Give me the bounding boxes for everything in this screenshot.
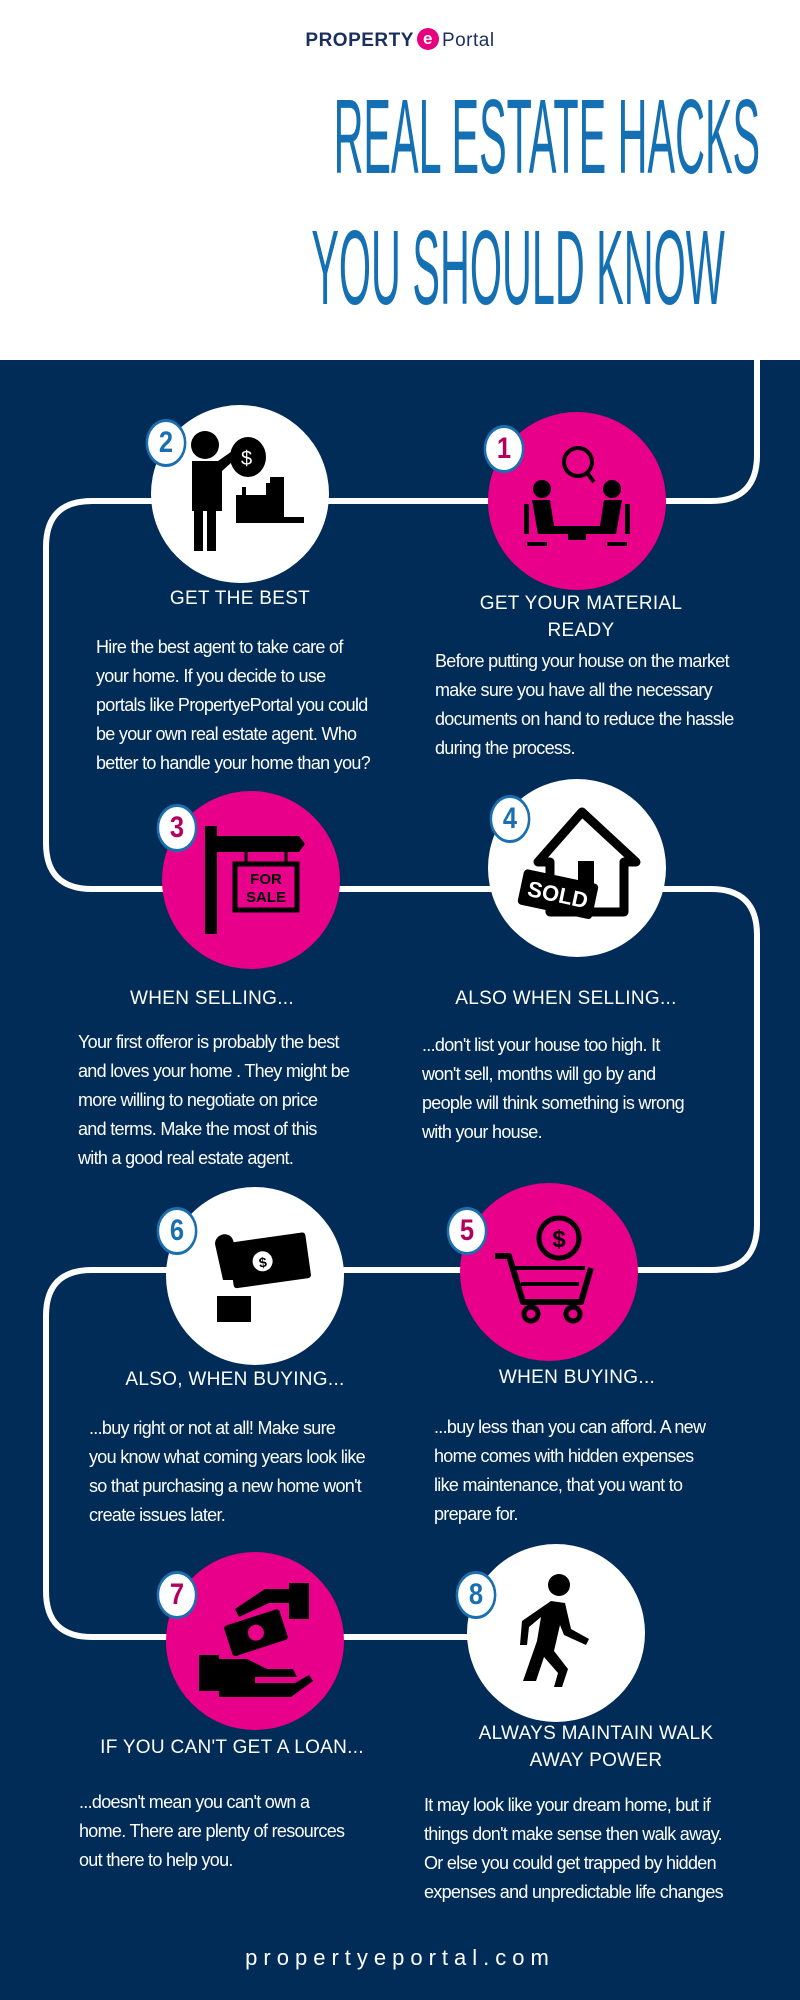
footer-url[interactable]: propertyeportal.com: [245, 1945, 555, 1970]
heading-line: ALWAYS MAINTAIN WALK: [478, 1723, 714, 1744]
sold-house-icon: SOLD: [512, 806, 642, 931]
number-badge: 1: [483, 425, 525, 473]
number-badge: 8: [455, 1571, 497, 1619]
number-badge: 5: [446, 1207, 488, 1255]
svg-text:$: $: [552, 1226, 566, 1253]
icon-circle: $: [460, 1183, 638, 1361]
description-line: create issues later.: [89, 1505, 226, 1525]
description-line: during the process.: [435, 738, 575, 758]
description-line: won't sell, months will go by and: [422, 1064, 656, 1084]
svg-text:$: $: [258, 1253, 268, 1270]
description-line: ...doesn't mean you can't own a: [79, 1792, 310, 1812]
hack-heading: GET THE BEST: [70, 585, 410, 612]
connector-path: [43, 360, 760, 1640]
heading-line: IF YOU CAN'T GET A LOAN...: [100, 1737, 364, 1758]
description-line: prepare for.: [434, 1504, 518, 1524]
description-line: ...buy right or not at all! Make sure: [89, 1418, 336, 1438]
hack-heading: GET YOUR MATERIAL READY: [411, 590, 751, 644]
agent-money-bag-icon: $: [170, 427, 310, 562]
description-line: and terms. Make the most of this: [78, 1119, 317, 1139]
icon-circle: $: [151, 405, 329, 583]
heading-line: READY: [547, 620, 615, 641]
walking-person-icon: [501, 1571, 611, 1696]
description-line: you know what coming years look like: [89, 1447, 366, 1467]
description-line: make sure you have all the necessary: [435, 680, 713, 700]
hack-description: Your first offeror is probably the best a…: [78, 1028, 350, 1173]
hack-description: ...doesn't mean you can't own a home. The…: [79, 1788, 345, 1875]
description-line: more willing to negotiate on price: [78, 1090, 318, 1110]
description-line: ...don't list your house too high. It: [422, 1035, 660, 1055]
icon-circle: [166, 1552, 344, 1730]
main-panel: [0, 360, 800, 2000]
number-badge: 6: [156, 1207, 198, 1255]
hack-heading: ALSO, WHEN BUYING...: [65, 1366, 405, 1393]
logo-e-icon: e: [416, 28, 439, 50]
hack-heading: ALWAYS MAINTAIN WALK AWAY POWER: [426, 1720, 766, 1774]
logo-portal: Portal: [441, 30, 495, 51]
description-line: better to handle your home than you?: [96, 753, 371, 773]
number-badge: 7: [156, 1571, 198, 1619]
hack-heading: WHEN BUYING...: [407, 1364, 747, 1391]
hack-description: ...buy right or not at all! Make sure you…: [89, 1414, 366, 1530]
description-line: Your first offeror is probably the best: [78, 1032, 340, 1052]
description-line: ...buy less than you can afford. A new: [434, 1417, 706, 1437]
hack-heading: IF YOU CAN'T GET A LOAN...: [62, 1734, 402, 1761]
description-line: your home. If you decide to use: [96, 666, 326, 686]
hack-description: Hire the best agent to take care of your …: [96, 633, 371, 778]
svg-text:$: $: [241, 448, 252, 470]
description-line: home. There are plenty of resources: [79, 1821, 345, 1841]
description-line: documents on hand to reduce the hassle: [435, 709, 734, 729]
description-line: home comes with hidden expenses: [434, 1446, 694, 1466]
heading-line: AWAY POWER: [529, 1750, 663, 1771]
number-badge: 3: [156, 804, 198, 852]
description-line: things don't make sense then walk away.: [424, 1824, 723, 1844]
svg-text:FOR: FOR: [250, 871, 282, 888]
description-line: expenses and unpredictable life changes: [424, 1882, 724, 1902]
hack-description: Before putting your house on the market m…: [435, 647, 734, 763]
description-line: people will think something is wrong: [422, 1093, 685, 1113]
heading-line: ALSO WHEN SELLING...: [455, 988, 677, 1009]
heading-line: WHEN BUYING...: [498, 1367, 656, 1388]
number-badge: 4: [489, 795, 531, 843]
logo-property: PROPERTY: [305, 30, 414, 51]
page-title-line1: REAL ESTATE HACKS: [333, 78, 761, 196]
hand-cash-icon: $: [195, 1214, 315, 1339]
interview-icon: [512, 444, 642, 559]
description-line: like maintenance, that you want to: [434, 1475, 683, 1495]
icon-circle: [467, 1544, 645, 1722]
hack-description: It may look like your dream home, but if…: [424, 1791, 724, 1907]
description-line: with a good real estate agent.: [78, 1148, 294, 1168]
heading-line: WHEN SELLING...: [130, 988, 294, 1009]
heading-line: GET THE BEST: [169, 588, 311, 609]
description-line: and loves your home . They might be: [78, 1061, 350, 1081]
description-line: Hire the best agent to take care of: [96, 637, 343, 657]
description-line: be your own real estate agent. Who: [96, 724, 357, 744]
description-line: Before putting your house on the market: [435, 651, 730, 671]
heading-line: ALSO, WHEN BUYING...: [125, 1369, 345, 1390]
svg-text:SALE: SALE: [246, 889, 286, 906]
description-line: It may look like your dream home, but if: [424, 1795, 711, 1815]
hack-description: ...buy less than you can afford. A new ho…: [434, 1413, 706, 1529]
page-title-line2: YOU SHOULD KNOW: [311, 209, 725, 327]
icon-circle: $: [166, 1187, 344, 1365]
shopping-cart-dollar-icon: $: [489, 1210, 609, 1335]
hack-heading: WHEN SELLING...: [42, 985, 382, 1012]
hack-heading: ALSO WHEN SELLING...: [396, 985, 736, 1012]
description-line: with your house.: [422, 1122, 543, 1142]
description-line: so that purchasing a new home won't: [89, 1476, 362, 1496]
description-line: portals like PropertyePortal you could: [96, 695, 368, 715]
heading-line: GET YOUR MATERIAL: [479, 593, 683, 614]
description-line: out there to help you.: [79, 1850, 233, 1870]
hack-description: ...don't list your house too high. It won…: [422, 1031, 685, 1147]
hand-money-icon: [195, 1579, 315, 1704]
number-badge: 2: [145, 419, 187, 467]
description-line: Or else you could get trapped by hidden: [424, 1853, 717, 1873]
